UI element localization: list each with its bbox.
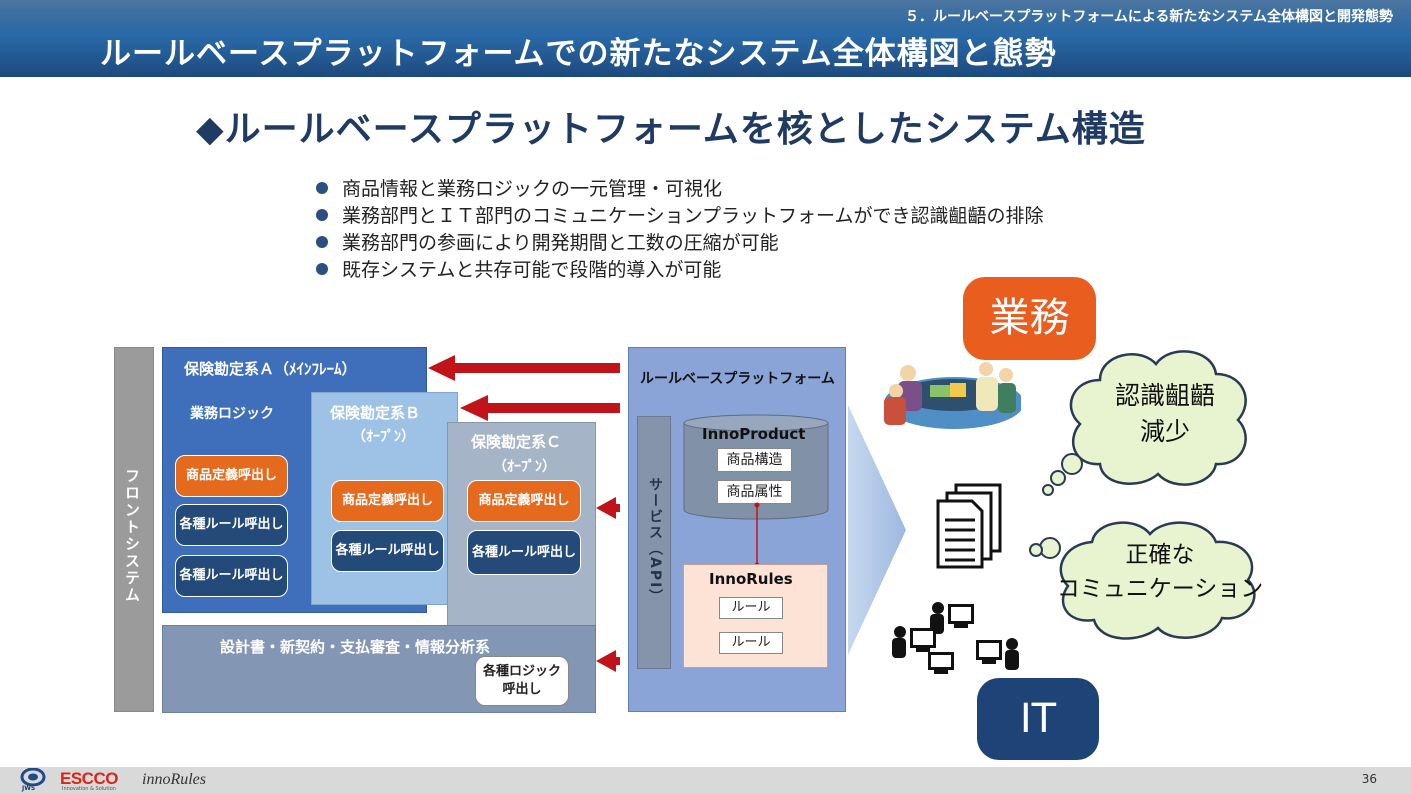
arrow-to-system-b [460, 395, 620, 421]
arrow-to-bottom-system [596, 650, 620, 672]
bullet-item: 既存システムと共存可能で段階的導入が可能 [316, 257, 1043, 284]
front-system-label: フロントシステム [123, 468, 141, 604]
output-arrow-icon [848, 405, 906, 655]
slide-title: ルールベースプラットフォームでの新たなシステム全体構図と態勢 [100, 36, 1057, 72]
system-c-title: 保険勘定系Ｃ [471, 433, 562, 451]
api-label: サービス（API） [647, 477, 663, 606]
slide-footer [0, 767, 1411, 794]
rule-item: ルール [719, 632, 783, 654]
system-b-product-call: 商品定義呼出し [331, 480, 444, 522]
system-a-product-call: 商品定義呼出し [175, 455, 288, 497]
escco-tagline: Innovation & Solution [62, 786, 116, 792]
page-number: 36 [1361, 772, 1377, 786]
bullet-item: 業務部門とＩＴ部門のコミュニケーションプラットフォームができ認識齟齬の排除 [316, 203, 1043, 230]
product-structure-item: 商品構造 [717, 448, 792, 472]
slide-header: ５．ルールベースプラットフォームによる新たなシステム全体構図と開発態勢 ルールベ… [0, 0, 1411, 77]
slide-subtitle: ◆ルールベースプラットフォームを核としたシステム構造 [196, 109, 1146, 150]
cloud-1-text: 認識齟齬 減少 [1114, 381, 1215, 446]
system-c-rule-call: 各種ルール呼出し [467, 530, 581, 575]
thought-cloud-icon [1029, 521, 1256, 640]
thought-cloud-icon [1042, 350, 1247, 496]
computer-workers-icon [892, 602, 1019, 674]
documents-icon [936, 483, 1002, 569]
jws-logo-text: JWS [22, 785, 36, 792]
front-system-box: フロントシステム [114, 347, 154, 712]
cloud-2-text: 正確な コミュニケーション [1056, 542, 1264, 602]
arrow-to-system-a [428, 355, 620, 381]
system-b-rule-call: 各種ルール呼出し [331, 530, 444, 572]
header-gloss [0, 0, 1411, 34]
bullet-item: 業務部門の参画により開発期間と工数の圧縮が可能 [316, 230, 1043, 257]
system-b-title: 保険勘定系Ｂ [330, 404, 421, 422]
section-label: ５．ルールベースプラットフォームによる新たなシステム全体構図と開発態勢 [904, 9, 1393, 25]
system-a-rule-call: 各種ルール呼出し [175, 555, 288, 597]
system-c-product-call: 商品定義呼出し [467, 480, 581, 522]
bullet-dot-icon [316, 182, 328, 194]
bullet-item: 商品情報と業務ロジックの一元管理・可視化 [316, 176, 1043, 203]
it-badge: IT [977, 678, 1099, 760]
system-b-subtitle: （ｵｰﾌﾟﾝ） [352, 429, 415, 445]
bullet-dot-icon [316, 263, 328, 275]
system-a-rule-call: 各種ルール呼出し [175, 504, 288, 546]
bottom-system-title: 設計書・新契約・支払審査・情報分析系 [220, 638, 491, 656]
bullet-dot-icon [316, 236, 328, 248]
api-service-box: サービス（API） [637, 416, 671, 669]
system-a-logic-label: 業務ロジック [190, 406, 274, 422]
product-rule-connector [754, 502, 760, 568]
system-a-title: 保険勘定系Ａ（ﾒｲﾝﾌﾚｰﾑ） [184, 360, 357, 378]
inno-rules-title: InnoRules [709, 570, 793, 588]
business-badge: 業務 [963, 277, 1096, 360]
meeting-people-icon [884, 362, 1021, 429]
platform-title: ルールベースプラットフォーム [640, 371, 835, 387]
bottom-system-logic-call: 各種ロジック 呼出し [475, 656, 569, 706]
product-attribute-item: 商品属性 [717, 480, 792, 504]
system-c-subtitle: （ｵｰﾌﾟﾝ） [493, 459, 556, 475]
bullet-dot-icon [316, 209, 328, 221]
escco-logo: ESCCO [60, 769, 118, 788]
bullet-list: 商品情報と業務ロジックの一元管理・可視化 業務部門とＩＴ部門のコミュニケーション… [316, 176, 1043, 284]
call-arrows [428, 355, 620, 672]
jws-logo-icon [20, 768, 46, 786]
inno-product-title: InnoProduct [702, 425, 806, 443]
rule-item: ルール [719, 597, 783, 619]
arrow-to-system-c [596, 497, 620, 519]
innorules-logo: innoRules [142, 771, 206, 788]
